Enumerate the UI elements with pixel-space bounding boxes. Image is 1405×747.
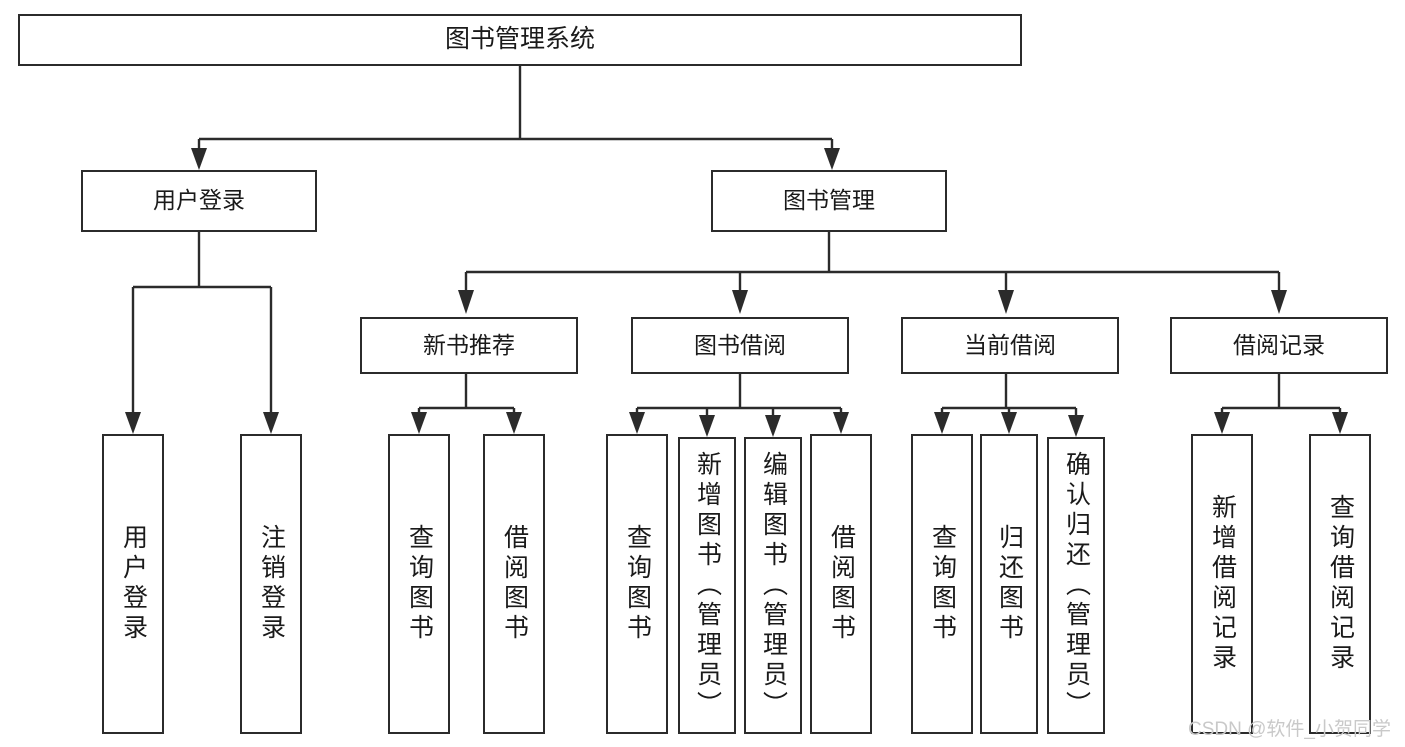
node-leaf-query-book-2[interactable]: 查询图书	[606, 434, 668, 734]
node-current-borrow-label: 当前借阅	[964, 331, 1056, 358]
arrow-head-leaf-return-book	[1001, 412, 1017, 434]
node-borrow-record[interactable]: 借阅记录	[1170, 317, 1388, 374]
node-book-borrow-label: 图书借阅	[694, 331, 786, 358]
arrow-head-current-borrow	[998, 290, 1014, 314]
arrow-head-new-book-recommend	[458, 290, 474, 314]
node-user-login-label: 用户登录	[153, 187, 245, 214]
node-leaf-query-record[interactable]: 查询借阅记录	[1309, 434, 1371, 734]
arrow-head-leaf-query-book-2	[629, 412, 645, 434]
arrow-head-leaf-logout-login	[263, 412, 279, 434]
arrow-head-user-login	[191, 148, 207, 170]
arrow-head-leaf-borrow-book-2	[833, 412, 849, 434]
node-leaf-borrow-book-2-label: 借阅图书	[827, 524, 856, 644]
node-book-management[interactable]: 图书管理	[711, 170, 947, 232]
node-leaf-user-login[interactable]: 用户登录	[102, 434, 164, 734]
node-leaf-edit-book[interactable]: 编辑图书（管理员）	[744, 437, 802, 734]
node-new-book-recommend-label: 新书推荐	[423, 331, 515, 358]
arrow-head-book-management	[824, 148, 840, 170]
node-leaf-add-record-label: 新增借阅记录	[1208, 494, 1237, 674]
node-leaf-user-login-label: 用户登录	[119, 524, 148, 644]
node-leaf-return-book[interactable]: 归还图书	[980, 434, 1038, 734]
arrow-head-leaf-query-record	[1332, 412, 1348, 434]
node-leaf-query-book-3-label: 查询图书	[928, 524, 957, 644]
node-book-borrow[interactable]: 图书借阅	[631, 317, 849, 374]
node-leaf-query-book-1-label: 查询图书	[405, 524, 434, 644]
node-leaf-add-record[interactable]: 新增借阅记录	[1191, 434, 1253, 734]
node-user-login[interactable]: 用户登录	[81, 170, 317, 232]
node-root[interactable]: 图书管理系统	[18, 14, 1022, 66]
node-leaf-edit-book-label: 编辑图书（管理员）	[759, 450, 788, 721]
node-leaf-add-book-label: 新增图书（管理员）	[693, 450, 722, 721]
node-leaf-logout-login[interactable]: 注销登录	[240, 434, 302, 734]
arrow-head-leaf-query-book-1	[411, 412, 427, 434]
node-borrow-record-label: 借阅记录	[1233, 331, 1325, 358]
node-leaf-query-book-2-label: 查询图书	[623, 524, 652, 644]
node-leaf-borrow-book-1-label: 借阅图书	[500, 524, 529, 644]
arrow-head-leaf-borrow-book-1	[506, 412, 522, 434]
node-leaf-query-book-1[interactable]: 查询图书	[388, 434, 450, 734]
watermark-text: CSDN @软件_小贺同学	[1188, 719, 1391, 740]
arrow-head-leaf-confirm-return	[1068, 415, 1084, 437]
node-leaf-confirm-return[interactable]: 确认归还（管理员）	[1047, 437, 1105, 734]
node-new-book-recommend[interactable]: 新书推荐	[360, 317, 578, 374]
node-leaf-confirm-return-label: 确认归还（管理员）	[1062, 450, 1091, 721]
node-leaf-logout-login-label: 注销登录	[257, 524, 286, 644]
node-current-borrow[interactable]: 当前借阅	[901, 317, 1119, 374]
node-leaf-query-book-3[interactable]: 查询图书	[911, 434, 973, 734]
arrow-head-book-borrow	[732, 290, 748, 314]
arrow-head-borrow-record	[1271, 290, 1287, 314]
arrow-head-leaf-edit-book	[765, 415, 781, 437]
arrow-head-leaf-add-record	[1214, 412, 1230, 434]
node-leaf-borrow-book-2[interactable]: 借阅图书	[810, 434, 872, 734]
arrow-head-leaf-query-book-3	[934, 412, 950, 434]
arrow-head-leaf-user-login	[125, 412, 141, 434]
arrow-head-leaf-add-book	[699, 415, 715, 437]
node-leaf-return-book-label: 归还图书	[995, 524, 1024, 644]
node-root-label: 图书管理系统	[444, 25, 595, 54]
node-leaf-add-book[interactable]: 新增图书（管理员）	[678, 437, 736, 734]
node-leaf-borrow-book-1[interactable]: 借阅图书	[483, 434, 545, 734]
node-leaf-query-record-label: 查询借阅记录	[1326, 494, 1355, 674]
node-book-management-label: 图书管理	[783, 187, 875, 214]
